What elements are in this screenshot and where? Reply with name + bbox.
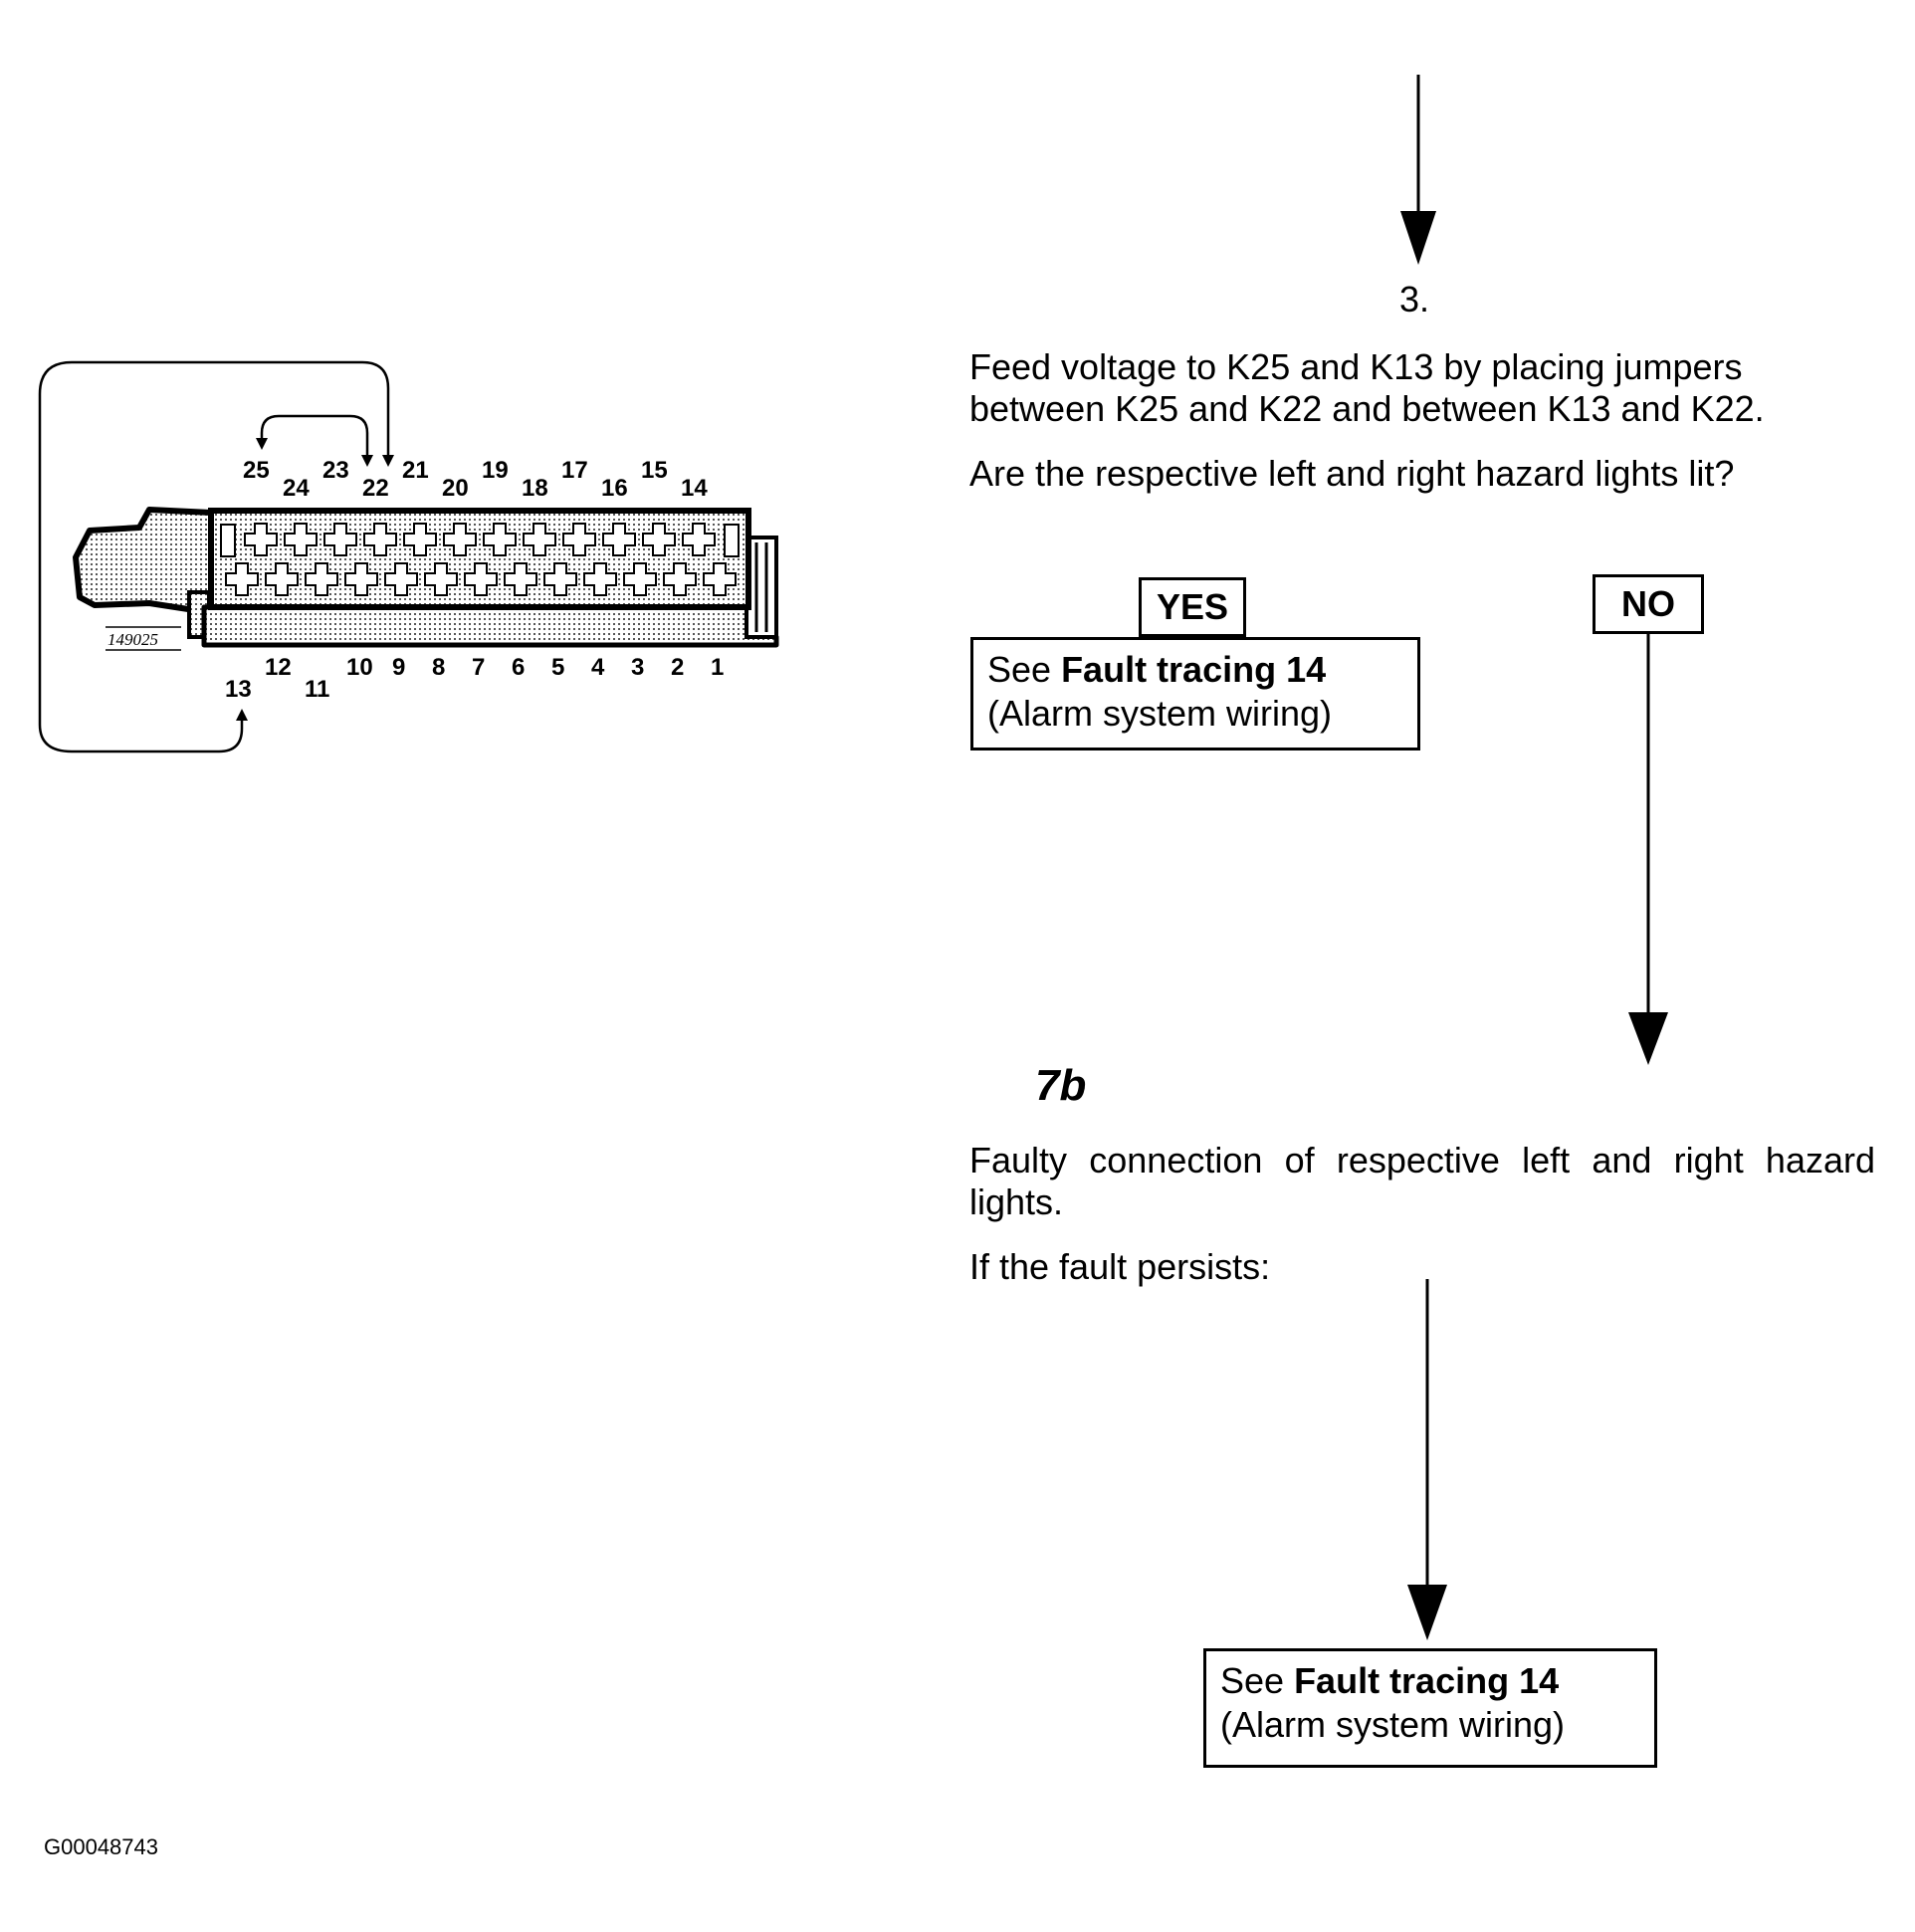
final-result-line2: (Alarm system wiring) [1220,1704,1566,1745]
pin-label-12: 12 [265,654,292,681]
fault-followup: If the fault persists: [969,1246,1271,1287]
pin-label-7: 7 [472,654,485,681]
jumper-arrowhead-13 [236,709,248,721]
pin-label-24: 24 [283,475,310,502]
yes-result-line1: See Fault tracing 14 [987,649,1327,690]
yes-result-line2: (Alarm system wiring) [987,693,1333,734]
pin-label-15: 15 [641,457,668,484]
jumper-k25-k22 [260,414,369,456]
step-question: Are the respective left and right hazard… [969,453,1735,494]
jumper-arrowhead-22a [361,455,373,467]
pin-label-3: 3 [631,654,644,681]
pin-label-14: 14 [681,475,708,502]
pin-label-2: 2 [671,654,684,681]
pin-label-25: 25 [243,457,270,484]
pin-label-16: 16 [601,475,628,502]
connector-part-number: 149025 [107,630,158,649]
final-result-line1: See Fault tracing 14 [1220,1660,1560,1701]
pin-label-1: 1 [711,654,724,681]
no-label: NO [1593,574,1704,634]
pin-label-21: 21 [402,457,429,484]
jumper-arrowhead-22b [382,455,394,467]
fault-description: Faulty connection of respective left and… [969,1140,1875,1222]
arrow-into-step3 [1400,75,1436,265]
pin-label-17: 17 [561,457,588,484]
pin-label-5: 5 [551,654,564,681]
pin-label-20: 20 [442,475,469,502]
arrow-7b-to-result [1407,1279,1447,1640]
connector-rail [201,604,779,648]
yes-label: YES [1139,577,1246,637]
step-number: 3. [1399,279,1430,320]
jumper-k13-k22 [38,360,390,753]
pin-label-9: 9 [392,654,405,681]
pin-label-10: 10 [346,654,373,681]
figure-code: G00048743 [44,1834,158,1859]
pin-label-4: 4 [591,654,605,681]
yes-result-box: See Fault tracing 14 (Alarm system wirin… [970,637,1420,751]
pin-label-19: 19 [482,457,509,484]
pin-label-22: 22 [362,475,389,502]
pin-label-18: 18 [522,475,548,502]
pin-labels-top: 25 24 23 22 21 20 19 18 17 16 15 14 [243,457,708,502]
pin-label-11: 11 [305,676,329,703]
pin-label-13: 13 [225,676,252,703]
pin-label-8: 8 [432,654,445,681]
jumper-arrowhead-25 [256,438,268,450]
pin-labels-bottom: 13 12 11 10 9 8 7 6 5 4 3 2 1 [225,654,724,703]
pin-label-6: 6 [512,654,525,681]
section-label-7b: 7b [1035,1061,1087,1110]
arrow-no-to-7b [1628,634,1668,1065]
pin-label-23: 23 [322,457,349,484]
final-result-box: See Fault tracing 14 (Alarm system wirin… [1203,1648,1657,1768]
step-instruction: Feed voltage to K25 and K13 by placing j… [969,346,1765,429]
